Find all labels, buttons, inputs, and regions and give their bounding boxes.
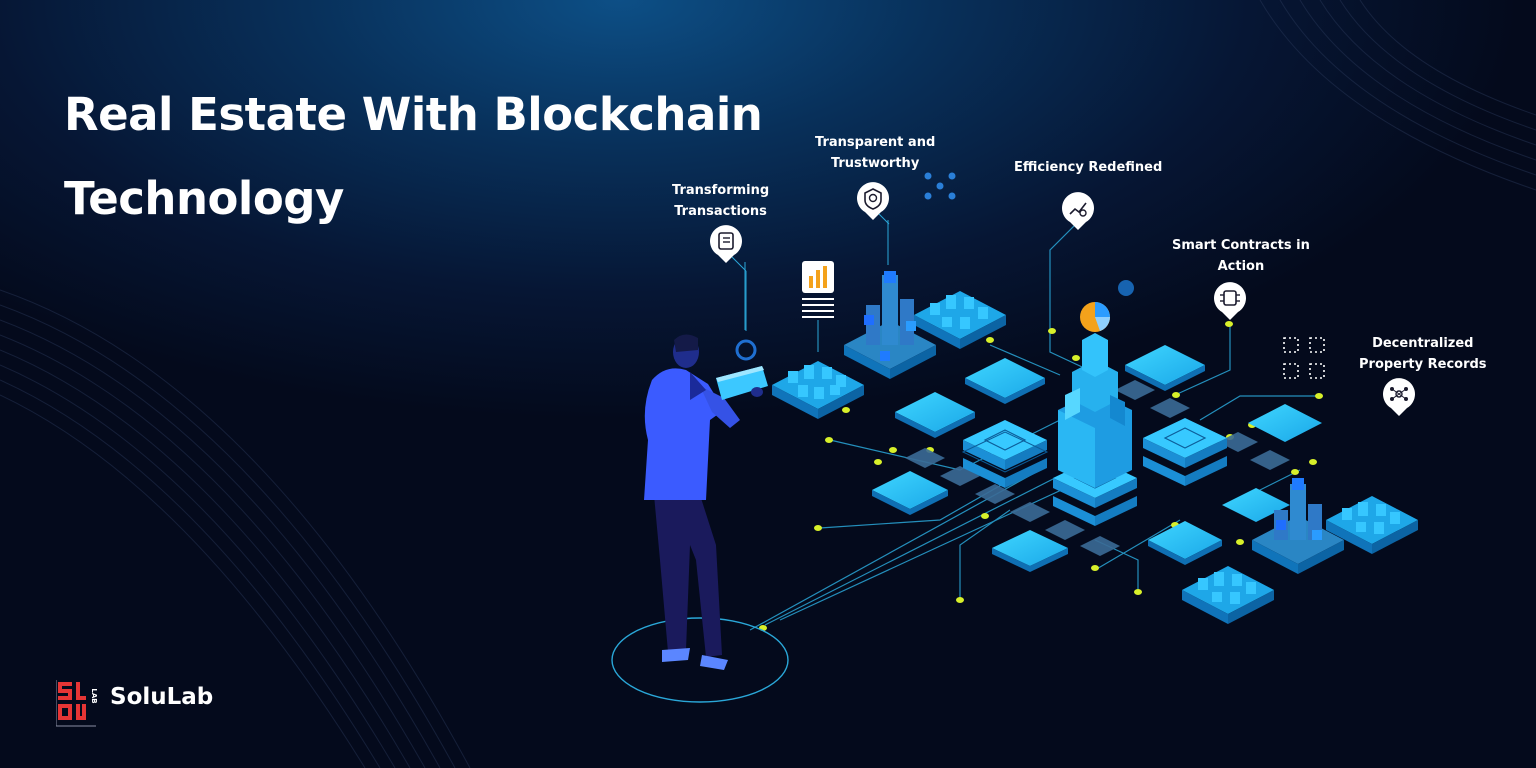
solulab-logo-mark: LAB: [56, 680, 98, 727]
pie-chart-icon: [1080, 280, 1134, 332]
report-card-icon: [802, 261, 834, 352]
pin-markers: [709, 182, 1415, 416]
platform-tiles: [872, 345, 1322, 572]
feature-label-decentralized-records: Decentralized Property Records: [1359, 336, 1487, 372]
feature-label-transparent-trustworthy: Transparent and Trustworthy: [815, 135, 936, 171]
headline-line-1: Real Estate With Blockchain: [64, 88, 763, 141]
dot-grid-icon: [1283, 337, 1325, 379]
chip-stacks: [961, 418, 1227, 526]
person-with-tablet: [611, 334, 789, 703]
building-clusters: [772, 271, 1418, 624]
feature-label-smart-contracts: Smart Contracts in Action: [1172, 238, 1310, 274]
headline-line-2: Technology: [64, 172, 344, 225]
ring-icon: [735, 339, 757, 361]
central-tower: [1058, 333, 1132, 488]
logo-mark-text: LAB: [90, 688, 98, 703]
feature-label-efficiency-redefined: Efficiency Redefined: [1014, 160, 1163, 175]
brand-name: SoluLab: [110, 684, 214, 710]
feature-label-transforming-transactions: Transforming Transactions: [672, 183, 770, 219]
dot-cluster-icon: [924, 172, 956, 200]
